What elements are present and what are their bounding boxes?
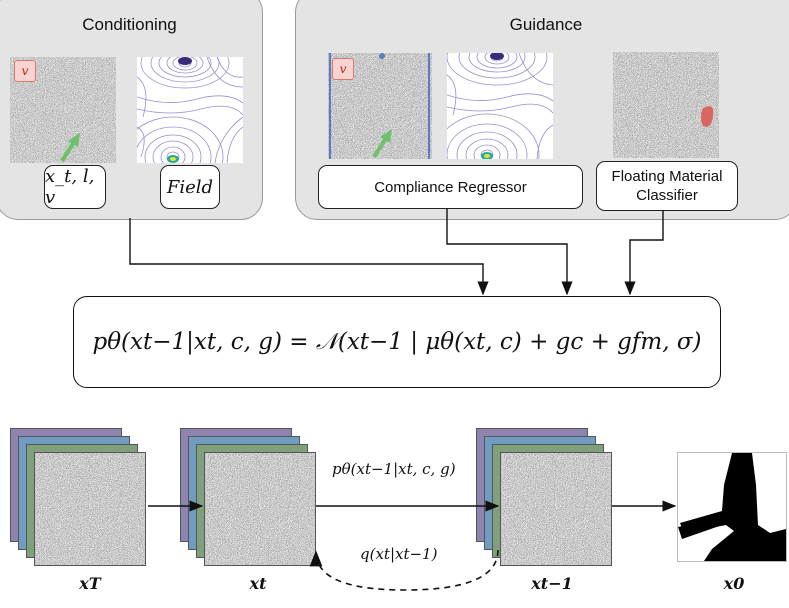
compliance-connector: [446, 208, 573, 296]
guidance-structure-image: [328, 53, 432, 159]
v-badge: v: [332, 58, 354, 80]
floating-label-line1: Floating Material: [611, 168, 723, 185]
floating-label-line2: Classifier: [636, 187, 698, 204]
noisy-structure-image: [204, 452, 316, 566]
compliance-regressor-label: Compliance Regressor: [318, 165, 583, 209]
stack-x-T: [10, 428, 150, 568]
caption-x-0: x0: [723, 574, 745, 593]
dashed-reverse-arrow: [309, 549, 499, 591]
field-contour-image: [137, 57, 243, 163]
forward-step-label: pθ(xt−1|xt, c, g): [332, 460, 456, 478]
stack-x-t-minus-1: [476, 428, 616, 568]
conditioning-inputs-label: x_t, l, v: [44, 165, 106, 209]
reverse-process-equation: pθ(xt−1|xt, c, g) = 𝒩(xt−1 | μθ(xt, c) +…: [73, 296, 721, 388]
pure-noise-image: [34, 452, 146, 566]
field-label: Field: [160, 165, 220, 209]
guidance-contour-image: [447, 53, 553, 159]
final-structure-image: [677, 452, 787, 562]
conditioning-connector: [129, 218, 489, 296]
green-arrow-icon: [60, 133, 80, 163]
classifier-connector: [624, 210, 664, 296]
reverse-step-label: q(xt|xt−1): [360, 545, 438, 563]
caption-x-t: xt: [249, 574, 267, 593]
floating-material-classifier-label: Floating Material Classifier: [596, 161, 738, 211]
floating-material-image: [613, 52, 719, 158]
stack-x-t: [180, 428, 320, 568]
v-badge: v: [14, 60, 36, 82]
guidance-title: Guidance: [509, 15, 583, 34]
less-noisy-structure-image: [500, 452, 612, 566]
caption-x-t-minus-1: xt−1: [531, 574, 573, 593]
conditioning-title: Conditioning: [82, 15, 177, 34]
caption-x-T: xT: [79, 574, 101, 593]
